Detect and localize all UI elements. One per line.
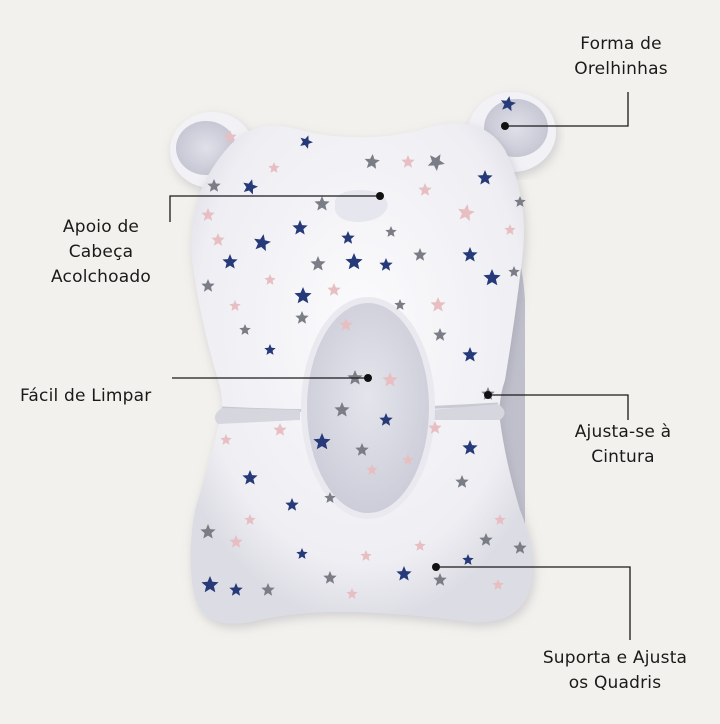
label-hips: Suporta e Ajusta os Quadris xyxy=(542,648,688,693)
star-icon xyxy=(323,571,337,584)
head-support-dip xyxy=(335,190,388,222)
star-icon xyxy=(345,253,363,270)
star-icon xyxy=(428,421,442,434)
callout-dots xyxy=(364,122,509,571)
star-icon xyxy=(296,548,308,559)
star-icon xyxy=(379,413,393,426)
star-pattern xyxy=(200,96,527,599)
star-icon xyxy=(500,96,516,112)
star-icon xyxy=(324,492,336,503)
star-icon xyxy=(201,279,215,292)
label-waist: Ajusta-se à Cintura xyxy=(574,422,672,467)
star-icon xyxy=(433,573,447,586)
star-icon xyxy=(513,541,527,554)
star-icon xyxy=(261,583,275,596)
star-icon xyxy=(401,155,415,168)
star-icon xyxy=(462,347,478,362)
callout-dot-icon xyxy=(364,374,372,382)
star-icon xyxy=(514,196,526,207)
star-icon xyxy=(313,433,331,450)
star-icon xyxy=(379,258,393,271)
callout-dot-icon xyxy=(501,122,509,130)
star-icon xyxy=(427,154,445,171)
star-icon xyxy=(346,588,358,599)
star-icon xyxy=(364,154,380,169)
star-icon xyxy=(462,440,478,455)
star-icon xyxy=(402,454,414,465)
label-easy-clean: Fácil de Limpar xyxy=(20,386,152,406)
star-icon xyxy=(492,579,504,590)
star-icon xyxy=(394,299,406,310)
star-icon xyxy=(207,179,221,192)
star-icon xyxy=(339,318,353,331)
star-icon xyxy=(385,226,397,237)
star-icon xyxy=(479,533,493,546)
leader-line-waist xyxy=(488,394,629,420)
star-icon xyxy=(494,514,506,525)
star-icon xyxy=(458,204,475,222)
leader-lines xyxy=(169,92,631,640)
label-head-support: Apoio de Cabeça Acolchoado xyxy=(51,217,151,287)
star-icon xyxy=(264,274,276,285)
star-icon xyxy=(477,170,493,185)
star-icon xyxy=(355,443,369,456)
star-icon xyxy=(229,535,243,548)
star-icon xyxy=(211,233,225,246)
star-icon xyxy=(462,247,478,262)
star-icon xyxy=(314,196,330,211)
star-icon xyxy=(222,254,238,269)
star-icon xyxy=(433,328,447,341)
star-icon xyxy=(243,179,258,195)
star-icon xyxy=(229,583,243,596)
star-icon xyxy=(244,514,256,525)
star-icon xyxy=(273,423,287,436)
star-icon xyxy=(462,554,474,565)
star-icon xyxy=(264,344,276,355)
star-icon xyxy=(418,183,432,196)
star-icon xyxy=(508,266,520,277)
star-icon xyxy=(396,566,412,581)
star-icon xyxy=(300,135,313,149)
star-icon xyxy=(292,220,308,235)
star-icon xyxy=(268,162,280,173)
star-icon xyxy=(455,475,469,488)
label-ears: Forma de Orelhinhas xyxy=(574,34,668,79)
leader-line-hips xyxy=(436,566,631,640)
star-icon xyxy=(223,130,237,143)
callout-dot-icon xyxy=(376,192,384,200)
star-icon xyxy=(413,248,427,261)
central-mesh xyxy=(301,297,435,519)
star-icon xyxy=(382,372,398,387)
waist-band xyxy=(214,408,300,424)
star-icon xyxy=(201,576,219,593)
star-icon xyxy=(201,208,215,221)
star-icon xyxy=(504,224,516,235)
star-icon xyxy=(334,402,350,417)
star-icon xyxy=(220,434,232,445)
star-icon xyxy=(294,287,312,304)
star-icon xyxy=(430,297,446,312)
star-icon xyxy=(242,470,258,485)
leader-line-ears xyxy=(505,92,629,127)
star-icon xyxy=(295,311,309,324)
star-icon xyxy=(327,283,341,296)
star-icon xyxy=(285,498,299,511)
callout-dot-icon xyxy=(484,391,492,399)
star-icon xyxy=(347,370,363,385)
star-icon xyxy=(239,324,251,335)
star-icon xyxy=(360,550,372,561)
star-icon xyxy=(229,300,241,311)
star-icon xyxy=(310,256,326,271)
star-icon xyxy=(366,464,378,475)
callout-dot-icon xyxy=(432,563,440,571)
star-icon xyxy=(341,231,355,244)
star-icon xyxy=(414,540,426,551)
leader-line-head xyxy=(169,195,380,222)
star-icon xyxy=(483,269,501,286)
star-icon xyxy=(200,524,216,539)
star-icon xyxy=(254,234,271,252)
